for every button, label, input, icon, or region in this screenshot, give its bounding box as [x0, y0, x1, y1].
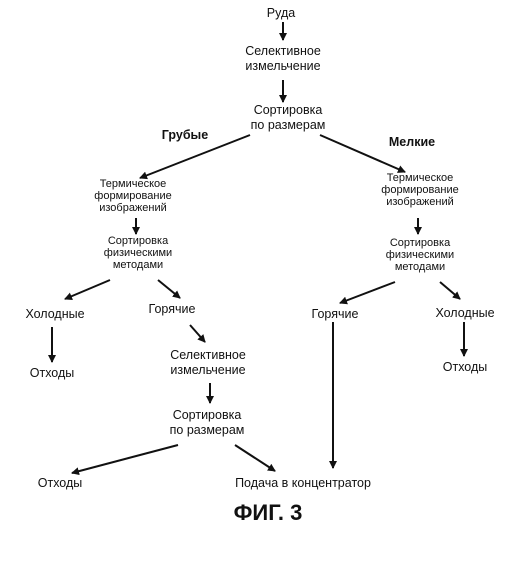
node-size-sorting-1-line2: по размерам — [250, 118, 326, 132]
node-thermal-left-line3: изображений — [99, 202, 167, 214]
node-phys-left-line2: физическими — [103, 247, 173, 259]
arrow-phys-left-to-hot — [157, 279, 181, 299]
node-thermal-left-line1: Термическое — [99, 178, 167, 190]
node-thermal-right-line3: изображений — [386, 196, 454, 208]
arrow-sorting2-to-waste — [71, 444, 179, 476]
node-phys-left-line3: методами — [112, 259, 164, 271]
node-thermal-imaging-right: Термическое формирование изображений — [381, 172, 458, 208]
node-thermal-right-line2: формирование — [381, 184, 459, 196]
arrow-phys-left-to-cold — [64, 279, 111, 300]
node-size-sorting-2-line2: по размерам — [169, 423, 245, 437]
node-physical-sorting-right: Сортировка физическими методами — [386, 237, 454, 273]
node-physical-sorting-left: Сортировка физическими методами — [104, 235, 172, 271]
node-selective-grinding-2-line2: измельчение — [170, 363, 246, 377]
arrow-phys-right-to-hot — [339, 281, 396, 305]
node-phys-right-line2: физическими — [385, 249, 455, 261]
node-waste-bottom: Отходы — [37, 476, 83, 490]
label-coarse: Грубые — [161, 128, 209, 142]
node-hot-right: Горячие — [311, 307, 359, 321]
arrow-phys-right-to-cold — [439, 281, 461, 300]
node-size-sorting-2: Сортировка по размерам — [170, 408, 245, 438]
node-thermal-left-line2: формирование — [94, 190, 172, 202]
node-waste-left: Отходы — [29, 366, 75, 380]
arrow-sorting-to-fine — [319, 134, 406, 173]
node-size-sorting-2-line1: Сортировка — [172, 408, 242, 422]
node-cold-left: Холодные — [25, 307, 85, 321]
node-ore: Руда — [266, 6, 296, 20]
node-selective-grinding-2-line1: Селективное — [170, 348, 246, 362]
node-size-sorting-1-line1: Сортировка — [253, 103, 323, 117]
node-waste-right: Отходы — [442, 360, 488, 374]
node-size-sorting-1: Сортировка по размерам — [251, 103, 326, 133]
node-phys-right-line1: Сортировка — [389, 237, 451, 249]
node-phys-right-line3: методами — [394, 261, 446, 273]
label-fine: Мелкие — [388, 135, 436, 149]
node-thermal-right-line1: Термическое — [386, 172, 454, 184]
node-phys-left-line1: Сортировка — [107, 235, 169, 247]
figure-label: ФИГ. 3 — [233, 500, 303, 525]
node-selective-grinding-1-line2: измельчение — [245, 59, 321, 73]
node-hot-left: Горячие — [148, 302, 196, 316]
node-selective-grinding-1: Селективное измельчение — [245, 44, 321, 74]
node-thermal-imaging-left: Термическое формирование изображений — [94, 178, 171, 214]
arrow-hot-to-grinding2 — [189, 324, 206, 343]
arrow-sorting-to-coarse — [139, 134, 251, 180]
node-selective-grinding-2: Селективное измельчение — [170, 348, 246, 378]
arrow-sorting2-to-concentrator — [234, 444, 276, 472]
node-to-concentrator: Подача в концентратор — [235, 476, 371, 490]
node-selective-grinding-1-line1: Селективное — [245, 44, 321, 58]
node-cold-right: Холодные — [435, 306, 495, 320]
